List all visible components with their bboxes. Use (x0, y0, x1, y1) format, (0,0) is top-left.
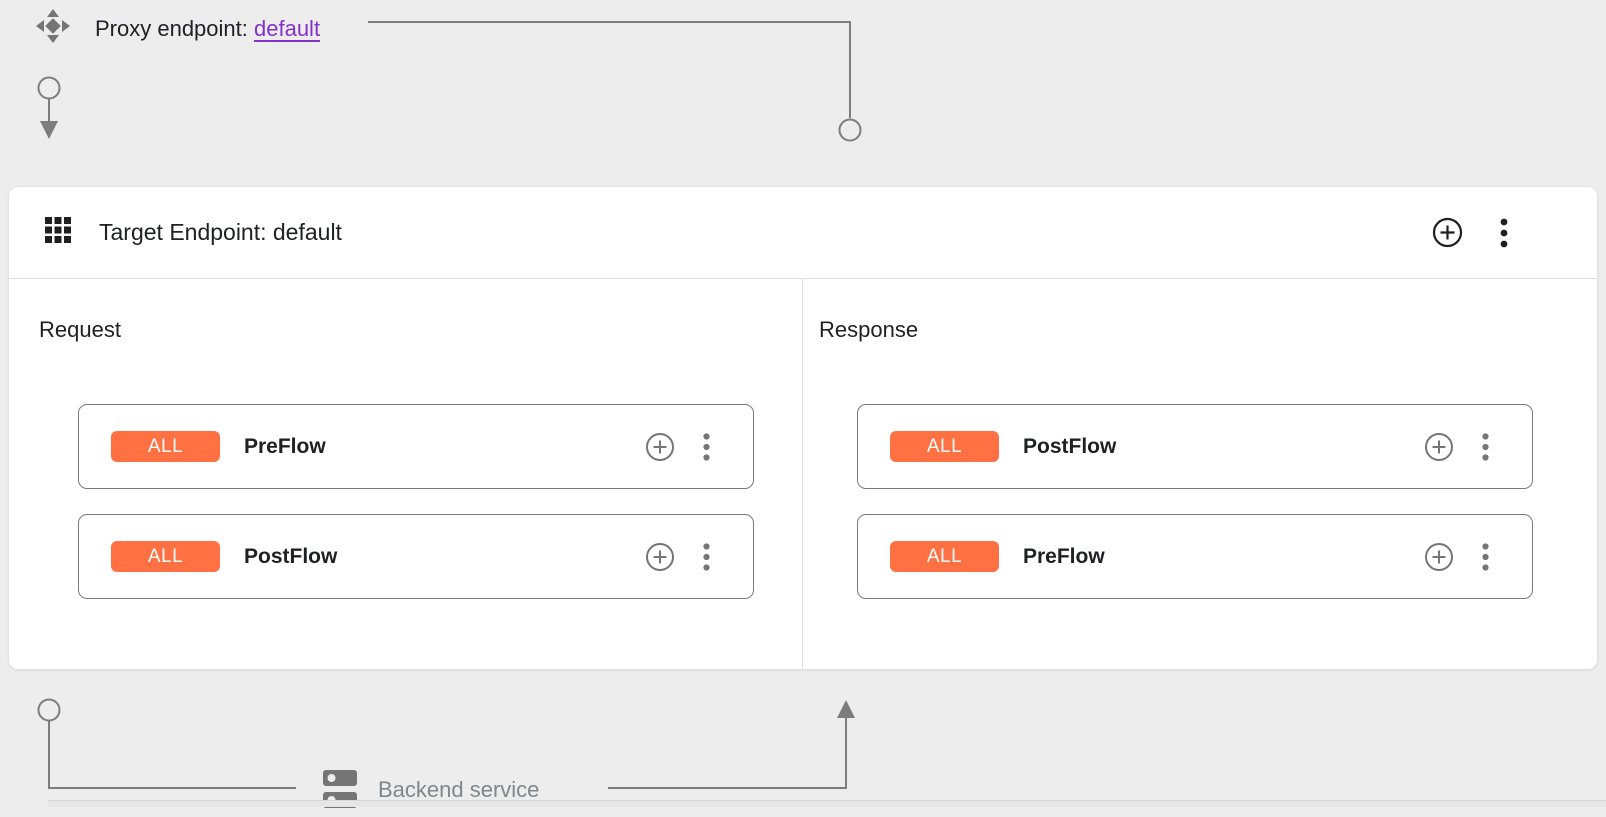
request-panel: Request ALL PreFlow (9, 279, 803, 670)
request-panel-title: Request (39, 317, 121, 342)
backend-service-row: Backend service (323, 768, 539, 817)
proxy-endpoint-label-text: Proxy endpoint: (95, 15, 248, 41)
response-panel-title: Response (819, 317, 919, 342)
incoming-request-start-circle (37, 76, 61, 100)
flow-name: PostFlow (1023, 434, 1117, 458)
more-vert-icon[interactable] (1499, 217, 1509, 249)
target-to-backend-line (48, 721, 296, 789)
backend-to-response-line (608, 718, 847, 789)
target-endpoint-title: Target Endpoint: default (99, 219, 342, 245)
drag-indicator-icon (44, 216, 72, 249)
add-circle-icon[interactable] (645, 542, 675, 572)
condition-badge: ALL (890, 431, 999, 462)
flow-name: PreFlow (1023, 544, 1105, 568)
add-circle-icon[interactable] (645, 432, 675, 462)
response-panel: Response ALL PostFlow (803, 279, 1597, 670)
proxy-to-target-connector-line (368, 21, 851, 118)
more-vert-icon[interactable] (702, 542, 711, 572)
add-circle-icon[interactable] (1424, 542, 1454, 572)
target-endpoint-card: Target Endpoint: default Request ALL Pre… (8, 186, 1598, 670)
incoming-request-arrow-down (40, 121, 58, 139)
response-preflow-card[interactable]: ALL PreFlow (857, 514, 1533, 599)
more-vert-icon[interactable] (1481, 432, 1490, 462)
more-vert-icon[interactable] (702, 432, 711, 462)
target-endpoint-body: Request ALL PreFlow (9, 279, 1597, 670)
horizontal-scrollbar-track[interactable] (48, 800, 1606, 807)
proxy-endpoint-row: Proxy endpoint: default (33, 6, 320, 51)
proxy-endpoint-default-link[interactable]: default (254, 15, 321, 41)
condition-badge: ALL (111, 541, 220, 572)
request-postflow-card[interactable]: ALL PostFlow (78, 514, 754, 599)
add-circle-icon[interactable] (1424, 432, 1454, 462)
backend-service-label: Backend service (378, 777, 540, 802)
condition-badge: ALL (111, 431, 220, 462)
request-preflow-card[interactable]: ALL PreFlow (78, 404, 754, 489)
condition-badge: ALL (890, 541, 999, 572)
target-to-backend-start-circle (37, 698, 61, 722)
response-postflow-card[interactable]: ALL PostFlow (857, 404, 1533, 489)
proxy-endpoint-icon (33, 6, 73, 51)
target-endpoint-header: Target Endpoint: default (9, 187, 1597, 279)
flow-name: PreFlow (244, 434, 326, 458)
dns-icon (323, 768, 357, 817)
add-circle-icon[interactable] (1432, 217, 1463, 248)
backend-to-response-arrow-up (837, 700, 855, 718)
proxy-endpoint-label: Proxy endpoint: default (95, 16, 320, 42)
more-vert-icon[interactable] (1481, 542, 1490, 572)
proxy-connector-end-circle (838, 118, 862, 142)
flow-name: PostFlow (244, 544, 338, 568)
